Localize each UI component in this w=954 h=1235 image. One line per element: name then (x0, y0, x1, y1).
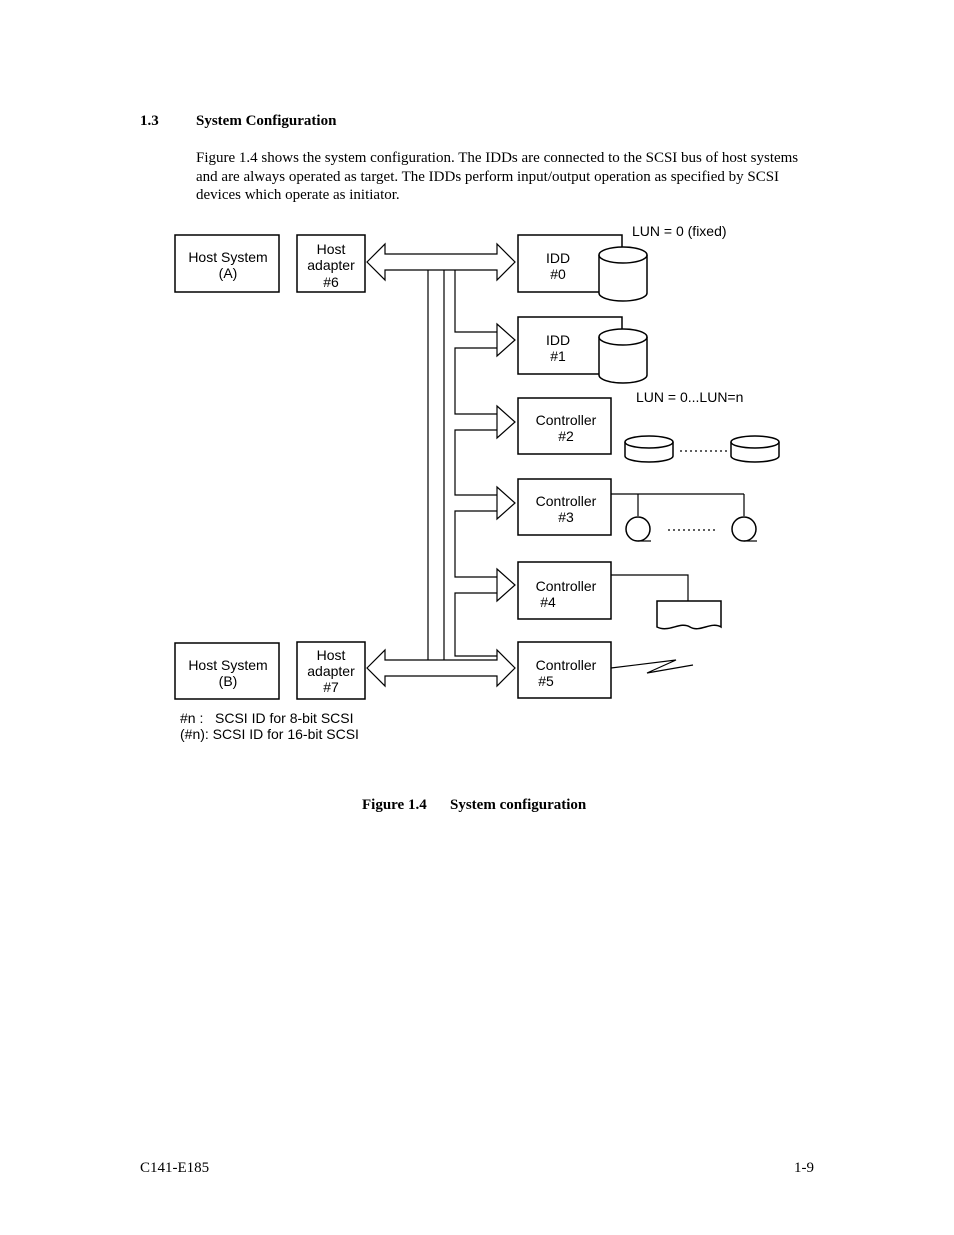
legend-line-2: (#n): SCSI ID for 16-bit SCSI (180, 726, 359, 742)
legend-line-1: #n : SCSI ID for 8-bit SCSI (180, 710, 354, 726)
printer-document-icon (656, 600, 722, 630)
footer-page-number: 1-9 (794, 1160, 814, 1176)
idd-1-line1: IDD (546, 332, 570, 348)
controller-3: Controller #3 (517, 478, 612, 536)
system-configuration-diagram: Host System (A) Host adapter #6 Host Sys… (174, 223, 780, 742)
disk-drive-icon (598, 328, 648, 384)
communication-line-icon (610, 659, 694, 674)
controller-3-line1: Controller (536, 493, 597, 509)
adapter-7-line1: Host (317, 647, 346, 663)
scsi-bus (427, 270, 445, 660)
idd-0-line1: IDD (546, 250, 570, 266)
disk-drive-icon (624, 435, 674, 463)
controller-4-line2: #4 (540, 594, 556, 610)
figure-caption: Figure 1.4 System configuration (362, 797, 586, 814)
printer-connection (611, 574, 689, 601)
section-heading: 1.3 System Configuration (140, 113, 336, 130)
host-adapter-6: Host adapter #6 (296, 234, 366, 293)
adapter-6-line2: adapter (307, 257, 355, 273)
controller-2-line1: Controller (536, 412, 597, 428)
controller-5-line2: #5 (538, 673, 554, 689)
host-system-b: Host System (B) (174, 642, 280, 700)
figure-number: Figure 1.4 (362, 797, 427, 813)
controller-3-line2: #3 (558, 509, 574, 525)
tape-reel-icon (625, 516, 651, 542)
idd-1: IDD #1 (517, 316, 648, 384)
controller-5-line1: Controller (536, 657, 597, 673)
host-system-a: Host System (A) (174, 234, 280, 293)
host-b-line2: (B) (219, 673, 238, 689)
idd-1-line2: #1 (550, 348, 566, 364)
intro-paragraph: Figure 1.4 shows the system configuratio… (196, 150, 799, 203)
footer-doc-id: C141-E185 (140, 1160, 210, 1176)
controller-4-line1: Controller (536, 578, 597, 594)
idd-0: IDD #0 (517, 234, 648, 302)
host-b-line1: Host System (188, 657, 267, 673)
idd-0-line2: #0 (550, 266, 566, 282)
branch-arrows (454, 270, 516, 657)
host-a-line1: Host System (188, 249, 267, 265)
adapter-6-line1: Host (317, 241, 346, 257)
section-number: 1.3 (140, 113, 159, 129)
adapter-6-line3: #6 (323, 274, 339, 290)
host-a-line2: (A) (219, 265, 238, 281)
lun-fixed-label: LUN = 0 (fixed) (632, 223, 727, 239)
bus-arrow-bottom (366, 648, 516, 688)
section-title: System Configuration (196, 113, 337, 129)
host-adapter-7: Host adapter #7 (296, 641, 366, 700)
adapter-7-line3: #7 (323, 679, 339, 695)
tape-reel-icon (731, 516, 757, 542)
tape-drive-connection (611, 493, 745, 516)
controller-4: Controller #4 (517, 561, 612, 620)
disk-drive-icon (598, 246, 648, 302)
figure-title: System configuration (450, 797, 587, 813)
bus-arrow-top (366, 242, 516, 282)
controller-5: Controller #5 (517, 641, 612, 699)
controller-2-line2: #2 (558, 428, 574, 444)
controller-2: Controller #2 (517, 397, 612, 455)
disk-drive-icon (730, 435, 780, 463)
adapter-7-line2: adapter (307, 663, 355, 679)
lun-range-label: LUN = 0...LUN=n (636, 389, 743, 405)
